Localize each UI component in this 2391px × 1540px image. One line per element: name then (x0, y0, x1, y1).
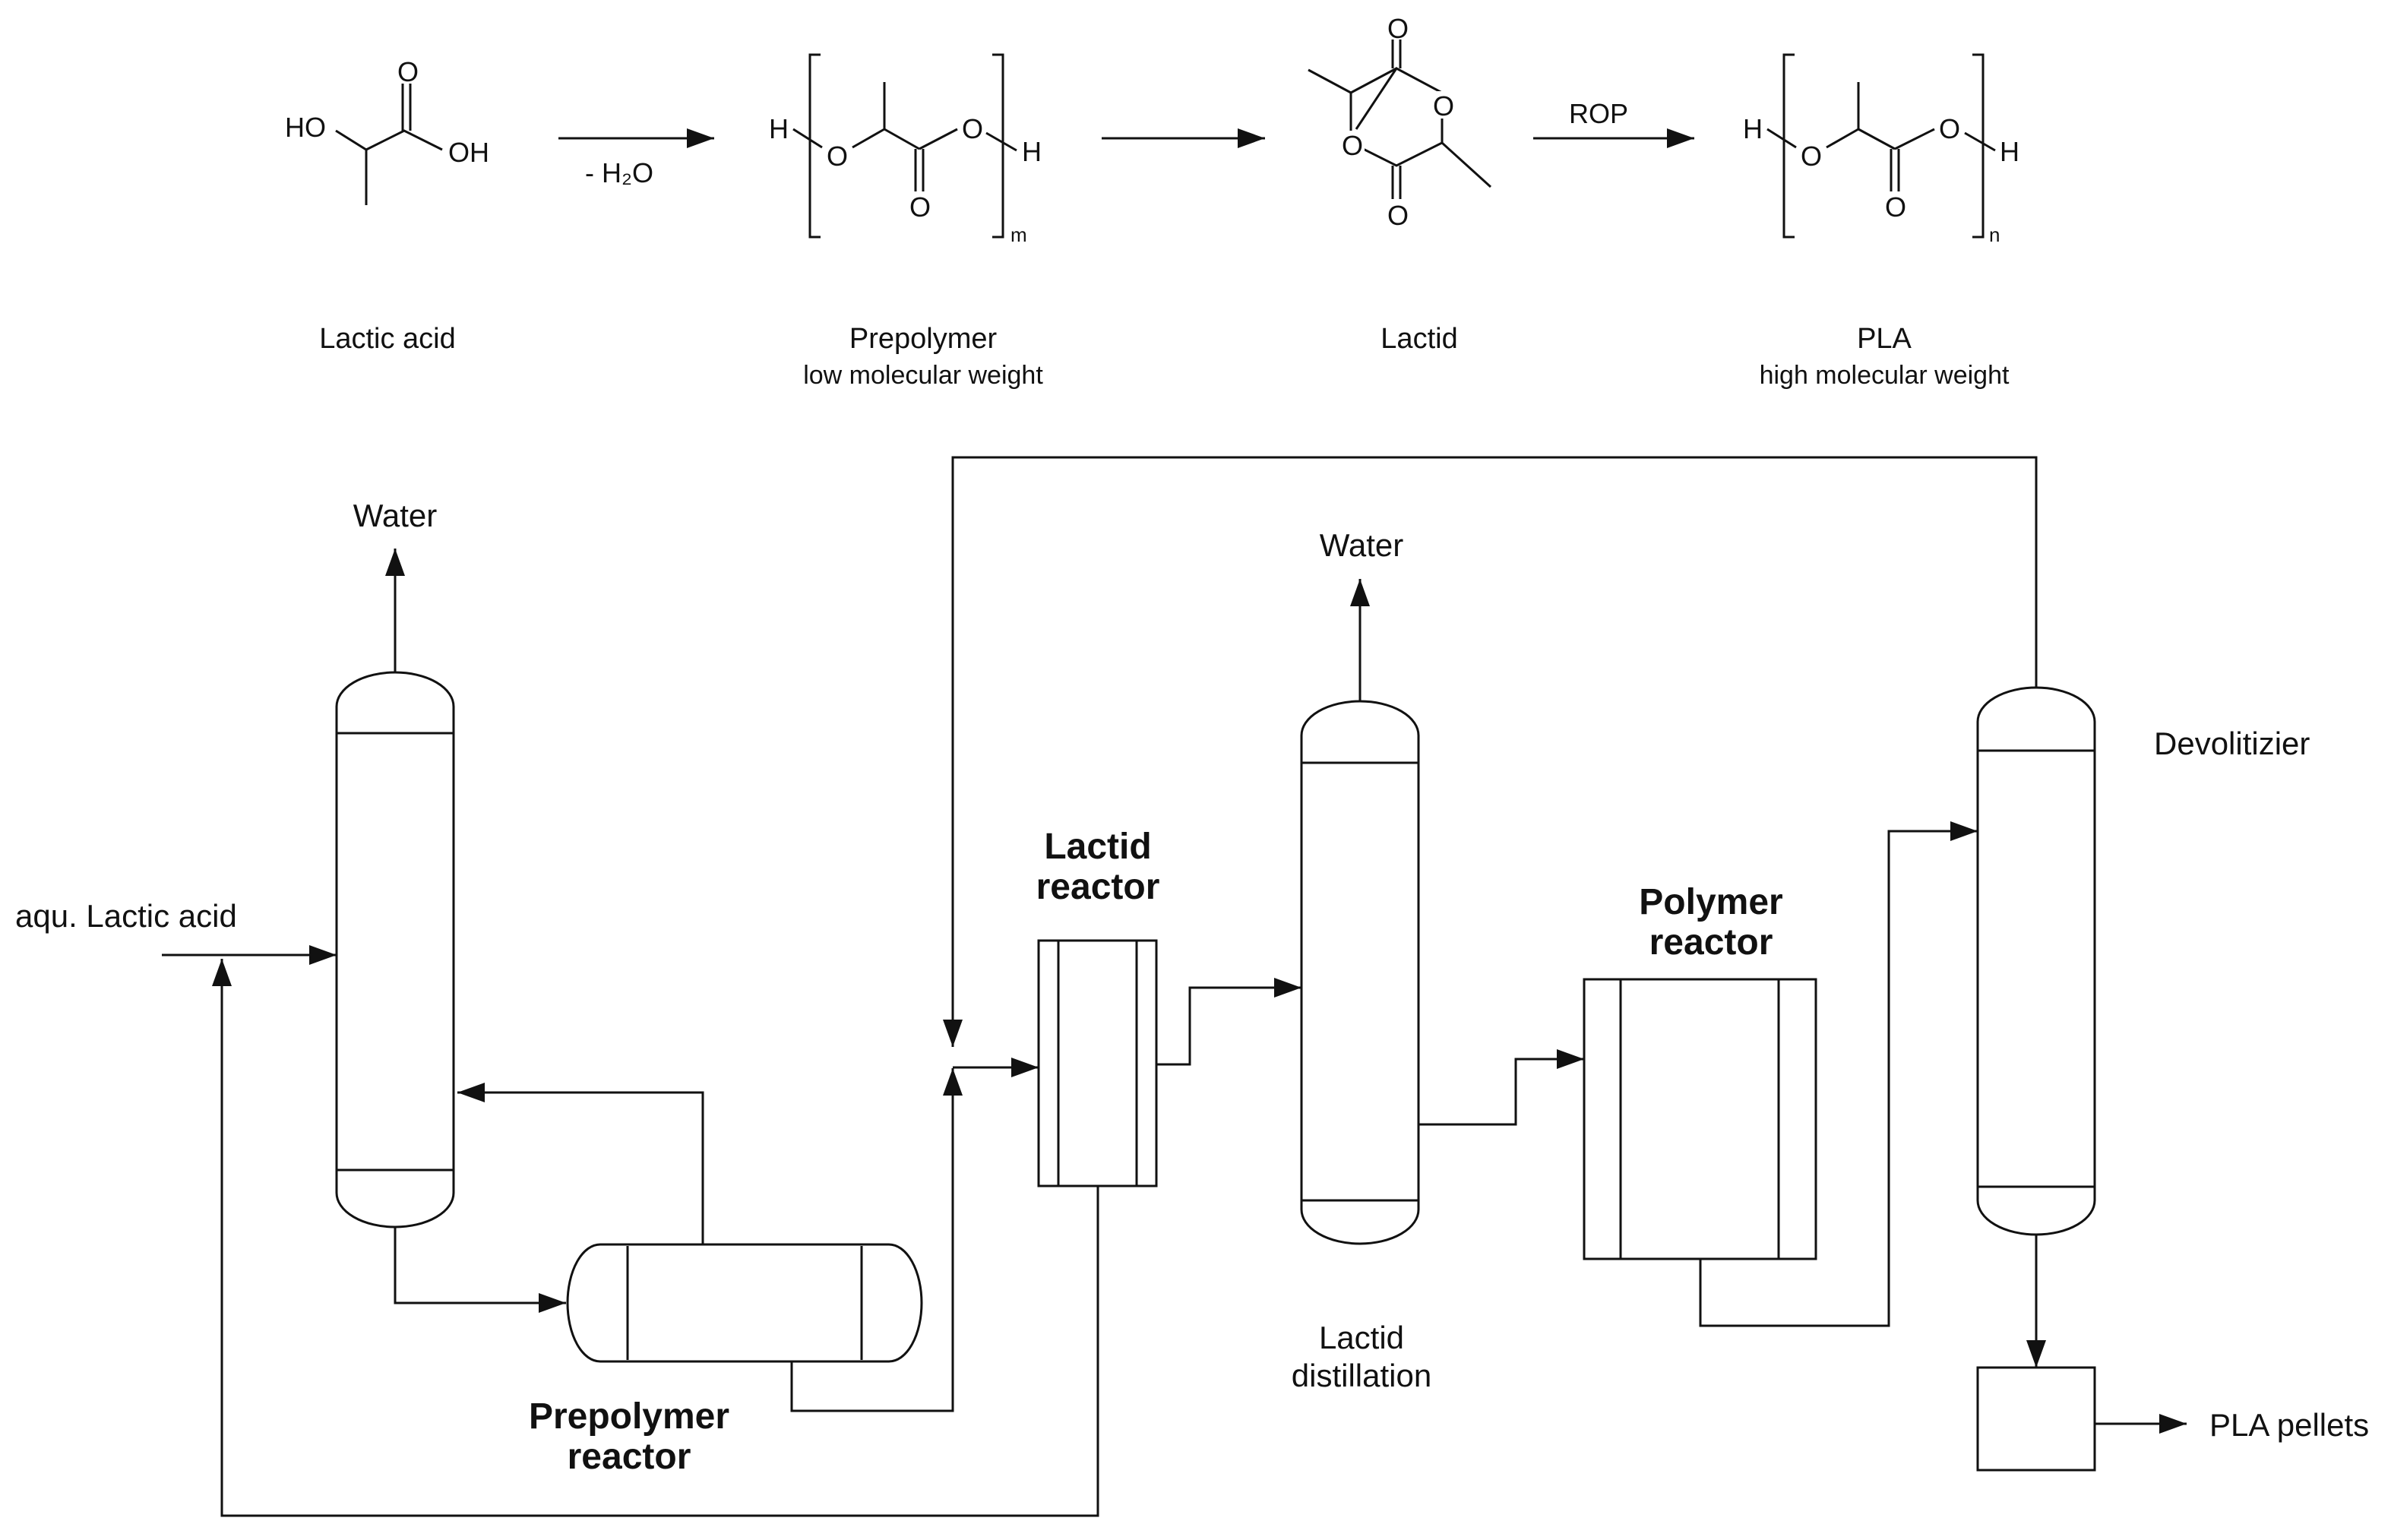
polymer-reactor (1583, 978, 1817, 1260)
atom-o: O (909, 191, 931, 223)
lactid-distillation-column (1300, 700, 1420, 1245)
feed-label: aqu. Lactic acid (15, 898, 237, 934)
distillation-column-1 (335, 671, 455, 1229)
atom-o: O (397, 56, 419, 87)
compound-name: Prepolymer (849, 323, 998, 355)
atom-o: O (1387, 200, 1409, 231)
compound-subtitle: high molecular weight (1760, 361, 2010, 390)
repeat-index-n: n (1989, 223, 2000, 246)
stream-prepolymer-recycle (457, 1083, 704, 1244)
water-label: Water (1320, 527, 1403, 563)
stream-lactid-to-distillation (1156, 978, 1301, 1066)
compound-name: PLA (1857, 323, 1912, 355)
pla-structure: H O O O H n (1743, 53, 2019, 246)
stream-prepolymer-out (790, 1068, 963, 1412)
lactid-reactor-label: reactor (1036, 867, 1160, 907)
atom-o: O (1342, 130, 1363, 161)
devolatilizer-column (1976, 686, 2096, 1236)
atom-h: H (769, 113, 789, 144)
process-flow: Water Water aqu. Lactic acid Lactid reac… (15, 456, 2369, 1517)
lactid-distillation-label: Lactid (1319, 1320, 1404, 1355)
atom-o: O (827, 141, 848, 172)
atom-ho: HO (285, 112, 326, 143)
polymer-reactor-label: Polymer (1639, 882, 1782, 922)
pelletizer (1976, 1366, 2096, 1472)
stream-column-to-prepolymer (394, 1227, 566, 1313)
lactid-reactor (1037, 939, 1158, 1187)
product-label: PLA pellets (2209, 1407, 2369, 1443)
atom-h: H (2000, 136, 2019, 167)
lactic-acid-structure: HO OH O (285, 56, 489, 205)
prepolymer-structure: H O O O H m (769, 53, 1042, 246)
stream-polymer-to-devolatilizer (1699, 821, 1978, 1327)
compound-name: Lactid (1381, 323, 1457, 355)
atom-o: O (1801, 141, 1822, 172)
condensation-label: - H₂O (585, 157, 653, 188)
lactid-distillation-label: distillation (1292, 1358, 1431, 1393)
devolatilizer-label: Devolitizier (2154, 726, 2310, 761)
lactid-reactor-label: Lactid (1044, 827, 1151, 867)
reaction-scheme: HO OH O - H₂O H O O O H m (285, 13, 2019, 390)
repeat-index-m: m (1010, 223, 1027, 246)
atom-h: H (1743, 113, 1763, 144)
prepolymer-reactor (566, 1243, 923, 1363)
prepolymer-reactor-label: reactor (568, 1437, 691, 1477)
polymer-reactor-label: reactor (1649, 922, 1773, 963)
atom-o: O (1885, 191, 1906, 223)
atom-o: O (1433, 90, 1454, 122)
rop-label: ROP (1569, 98, 1628, 129)
atom-o: O (962, 113, 983, 144)
compound-name: Lactic acid (319, 323, 456, 355)
atom-h: H (1022, 136, 1042, 167)
stream-recycle-bottom (212, 959, 1099, 1517)
atom-o: O (1939, 113, 1960, 144)
prepolymer-reactor-label: Prepolymer (529, 1396, 729, 1437)
compound-subtitle: low molecular weight (803, 361, 1043, 390)
lactide-structure: O O O O (1308, 13, 1492, 231)
stream-distillation-to-polymer (1418, 1049, 1584, 1126)
atom-o: O (1387, 13, 1409, 44)
stream-recycle-top (943, 456, 2038, 1047)
atom-oh: OH (448, 137, 489, 168)
water-label: Water (353, 498, 437, 533)
